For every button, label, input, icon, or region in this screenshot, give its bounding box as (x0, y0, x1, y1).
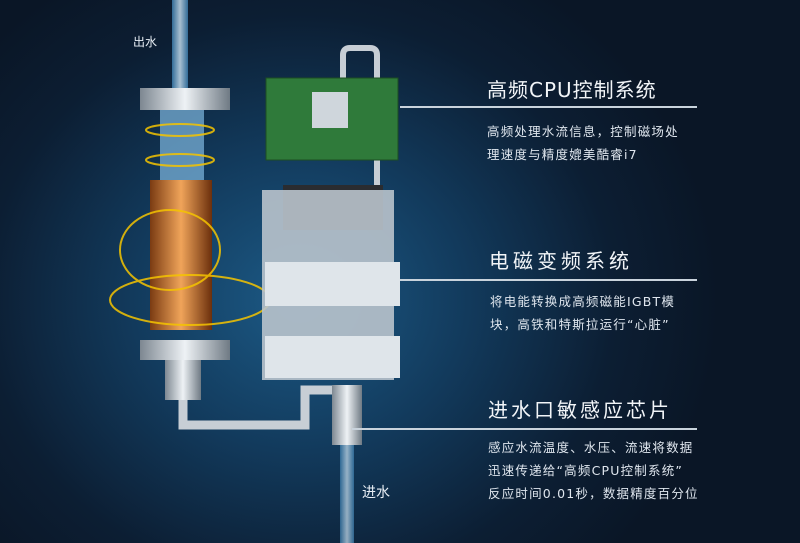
desc-line: 理速度与精度媲美酷睿i7 (487, 147, 638, 162)
outlet-label: 出水 (133, 35, 158, 49)
cpu-chip (312, 92, 348, 128)
igbt-module-2 (265, 336, 400, 378)
desc-line: 反应时间0.01秒，数据精度百分位 (488, 486, 699, 501)
desc-line: 迅速传递给“高频CPU控制系统” (488, 463, 684, 478)
desc-line: 块，高铁和特斯拉运行“心脏” (490, 317, 670, 332)
outlet-water-stream (172, 0, 188, 90)
desc-line: 将电能转换成高频磁能IGBT模 (490, 294, 676, 309)
callout-sensor-desc: 感应水流温度、水压、流速将数据 迅速传递给“高频CPU控制系统” 反应时间0.0… (488, 436, 699, 505)
callout-cpu-desc: 高频处理水流信息，控制磁场处 理速度与精度媲美酷睿i7 (487, 120, 679, 166)
callout-cpu-line (400, 106, 697, 108)
inlet-label: 进水 (362, 485, 390, 501)
desc-line: 高频处理水流信息，控制磁场处 (487, 124, 679, 139)
copper-coil (150, 180, 212, 330)
callout-em-line (400, 279, 697, 281)
inlet-water-stream (340, 440, 354, 543)
inlet-sensor-chip (332, 385, 362, 445)
callout-sensor-title: 进水口敏感应芯片 (488, 398, 672, 422)
callout-cpu-title: 高频CPU控制系统 (487, 78, 657, 102)
callout-sensor-line (352, 428, 697, 430)
pipe-loop (340, 45, 380, 190)
callout-em-desc: 将电能转换成高频磁能IGBT模 块，高铁和特斯拉运行“心脏” (490, 290, 675, 336)
desc-line: 感应水流温度、水压、流速将数据 (488, 440, 694, 455)
bottom-fitting (165, 360, 201, 400)
glass-tube (160, 110, 204, 180)
bottom-flange (140, 340, 230, 360)
igbt-module-1 (265, 262, 400, 306)
callout-em-title: 电磁变频系统 (489, 249, 633, 273)
connecting-pipe (178, 385, 345, 430)
top-flange (140, 88, 230, 110)
